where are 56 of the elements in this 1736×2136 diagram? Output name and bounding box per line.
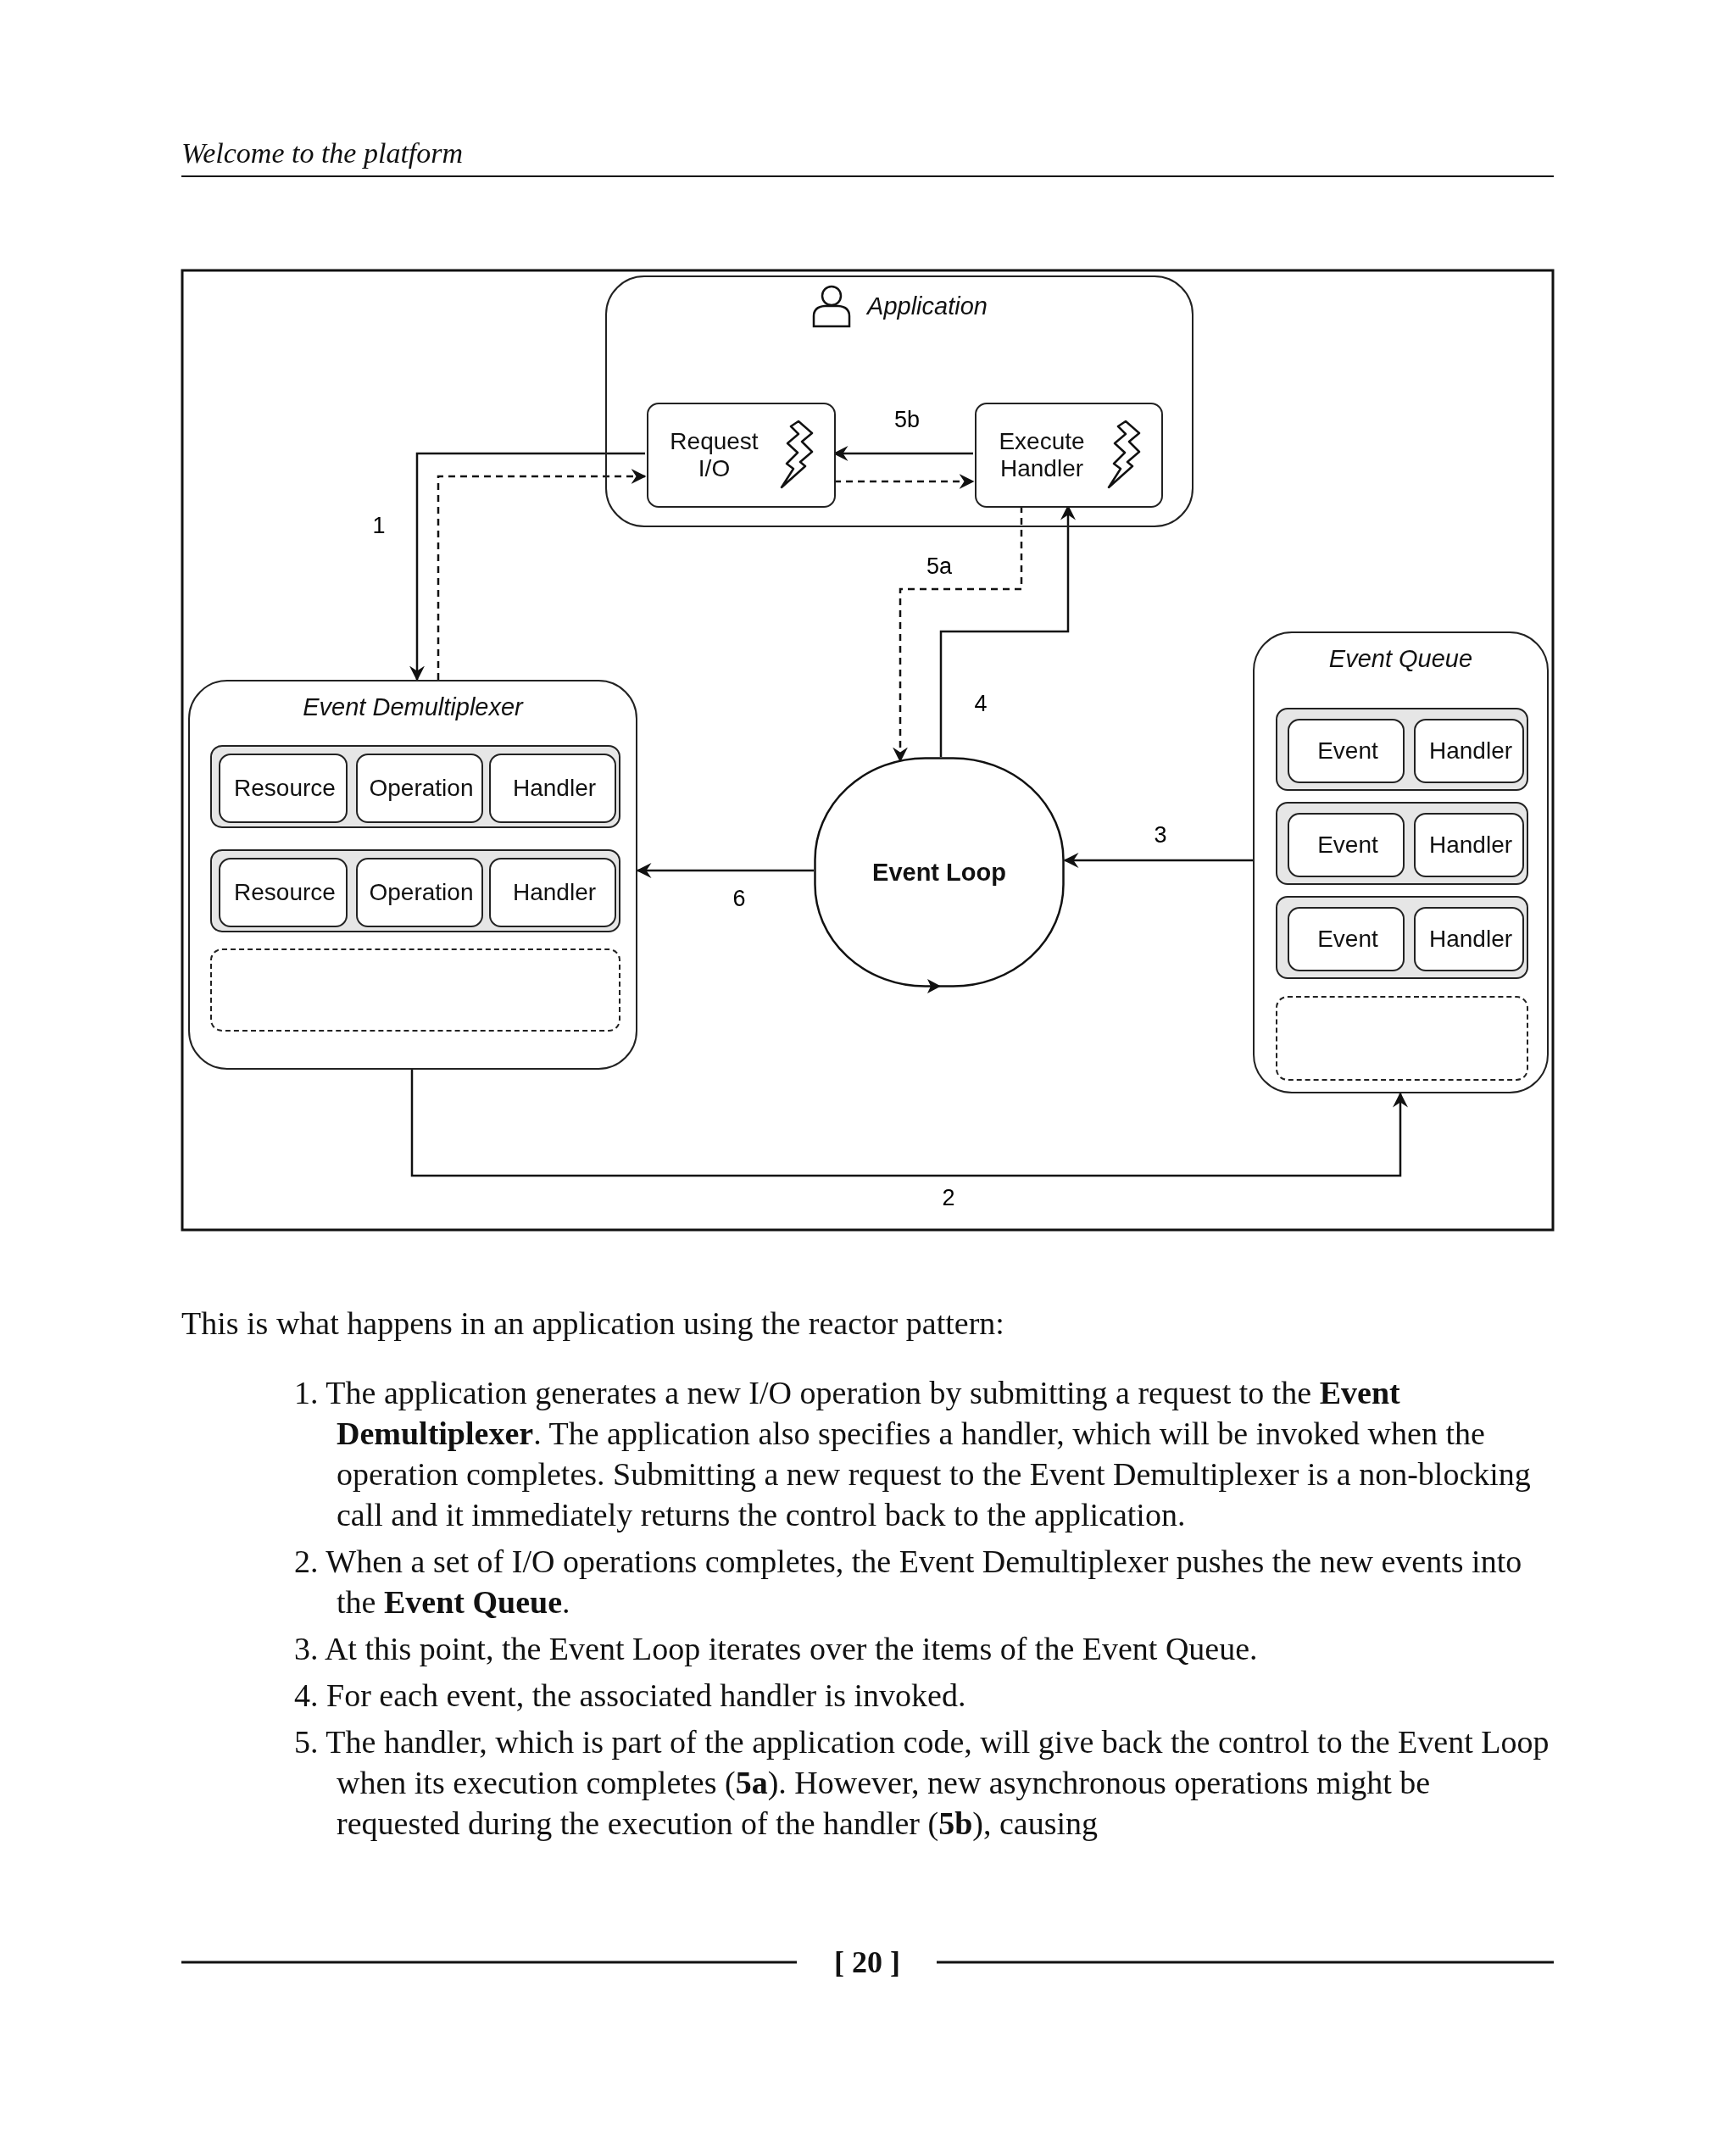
- node-label: Handler: [511, 775, 598, 802]
- arrow: [409, 452, 645, 681]
- node-label: Event Loop: [871, 859, 1007, 886]
- container-box: [188, 680, 637, 1070]
- node-label: Event: [1316, 926, 1379, 953]
- running-head: Welcome to the platform: [181, 137, 464, 170]
- page-number: [ 20 ]: [834, 1944, 900, 1980]
- node-label: Handler: [1427, 926, 1514, 953]
- empty-slot: [210, 948, 620, 1032]
- container-title: Event Demultiplexer: [303, 693, 523, 721]
- container-box: [1253, 631, 1549, 1093]
- node-label: Resource: [233, 775, 337, 802]
- process-box: [1288, 907, 1405, 971]
- node-label: Execute Handler: [998, 428, 1086, 482]
- intro-paragraph: This is what happens in an application using the reactor pattern:: [181, 1304, 1005, 1343]
- entry-row: [210, 849, 620, 932]
- container-title: Application: [867, 292, 988, 320]
- empty-slot: [1276, 996, 1528, 1081]
- process-box: [1414, 719, 1524, 783]
- node-label: Event: [1316, 832, 1379, 859]
- entry-row: [1276, 802, 1528, 885]
- list-item: 1. The application generates a new I/O operation by submitting a request to the Event Demultiplexer. The application also specifies a handler, which will be invoked when the operation completes. Submitting a new request to the Event Demultiplexer is a non-blocking call and it immediately returns the control back to the application.: [293, 1374, 1532, 1534]
- process-box: [647, 403, 836, 508]
- list-item: 4. For each event, the associated handler is invoked.: [293, 1677, 967, 1715]
- entry-row: [1276, 708, 1528, 791]
- list-item: 5. The handler, which is part of the application code, will give back the control to the Event Loop when its execution completes (5a). However, new asynchronous operations might be requested during the execution of the handler (5b), causing: [293, 1723, 1550, 1843]
- container-box: [605, 275, 1194, 527]
- process-box: [1288, 719, 1405, 783]
- arrow: [636, 863, 814, 878]
- container-title: Event Queue: [1328, 645, 1473, 673]
- node-label: Request I/O: [669, 428, 760, 482]
- node-label: Handler: [511, 879, 598, 906]
- process-box: [219, 858, 348, 927]
- process-box: [1414, 907, 1524, 971]
- entry-row: [210, 745, 620, 828]
- node-label: Handler: [1427, 737, 1514, 765]
- process-box: [489, 858, 616, 927]
- arrow: [1063, 853, 1253, 868]
- node-label: Operation: [368, 879, 475, 906]
- dashed-arrow: [437, 469, 647, 680]
- entry-row: [1276, 896, 1528, 979]
- node-label: Event: [1316, 737, 1379, 765]
- process-box: [975, 403, 1163, 508]
- arrow: [410, 1070, 1408, 1177]
- process-box: [356, 858, 483, 927]
- node-label: Operation: [368, 775, 475, 802]
- process-box: [1288, 813, 1405, 877]
- dashed-arrow: [834, 474, 975, 489]
- process-box: [1414, 813, 1524, 877]
- process-box: [489, 754, 616, 823]
- node-label: Handler: [1427, 832, 1514, 859]
- list-item: 3. At this point, the Event Loop iterates over the items of the Event Queue.: [293, 1630, 1259, 1668]
- list-item: 2. When a set of I/O operations completes, the Event Demultiplexer pushes the new events into the Event Queue.: [293, 1543, 1523, 1621]
- process-box: [219, 754, 348, 823]
- node-label: Resource: [233, 879, 337, 906]
- process-box: [356, 754, 483, 823]
